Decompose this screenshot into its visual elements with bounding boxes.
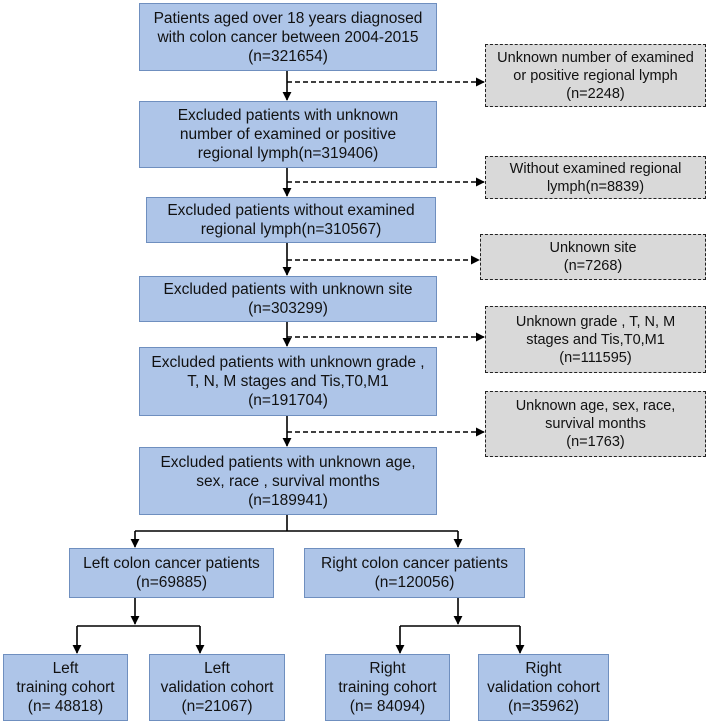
- group-box-right: Right colon cancer patients (n=120056): [304, 548, 525, 598]
- step-count: (n=321654): [248, 47, 328, 65]
- cohort-count: (n=35962): [507, 698, 580, 715]
- group-label: Left colon cancer patients: [83, 555, 260, 572]
- step-text: Excluded patients with unknown grade ,: [151, 354, 425, 371]
- exclusion-text: Unknown age, sex, race,: [515, 398, 676, 414]
- cohort-box: Right validation cohort (n=35962): [478, 654, 609, 721]
- cohort-box: Right training cohort (n= 84094): [325, 654, 450, 721]
- cohort-side: Left: [204, 660, 230, 677]
- exclusion-text: survival months: [545, 416, 646, 432]
- cohort-side: Left: [52, 660, 79, 677]
- step-text: Excluded patients without examined: [167, 202, 415, 219]
- step-count: (n=189941): [248, 491, 328, 509]
- exclusion-box: Unknown number of examined or positive r…: [485, 44, 706, 107]
- step-text: Patients aged over 18 years diagnosed: [153, 9, 423, 27]
- step-box: Excluded patients with unknown number of…: [139, 101, 437, 168]
- step-text: regional lymph(n=319406): [197, 145, 379, 162]
- cohort-side: Right: [525, 660, 562, 677]
- cohort-type: validation cohort: [160, 679, 274, 696]
- exclusion-text: stages and Tis,T0,M1: [526, 331, 665, 348]
- step-text: regional lymph(n=310567): [200, 221, 382, 238]
- exclusion-count: (n=111595): [559, 349, 632, 366]
- cohort-type: training cohort: [338, 679, 437, 696]
- cohort-box: Left training cohort (n= 48818): [3, 654, 128, 721]
- step-count: (n=303299): [248, 300, 328, 317]
- exclusion-text: Unknown grade , T, N, M: [515, 313, 676, 330]
- exclusion-box: Unknown grade , T, N, M stages and Tis,T…: [485, 306, 706, 373]
- exclusion-text: Without examined regional: [509, 160, 682, 177]
- group-count: (n=120056): [374, 574, 455, 591]
- cohort-side: Right: [369, 660, 406, 677]
- step-box: Excluded patients with unknown site (n=3…: [139, 276, 437, 322]
- step-text: T, N, M stages and Tis,T0,M1: [187, 373, 389, 390]
- cohort-count: (n=21067): [181, 698, 253, 715]
- exclusion-box: Unknown age, sex, race, survival months …: [485, 391, 706, 457]
- cohort-type: validation cohort: [487, 679, 600, 696]
- exclusion-text: lymph(n=8839): [546, 178, 645, 195]
- step-text: Excluded patients with unknown age,: [160, 453, 416, 471]
- step-text: with colon cancer between 2004-2015: [157, 28, 419, 46]
- step-box: Excluded patients with unknown age, sex,…: [139, 447, 437, 515]
- step-count: (n=191704): [248, 392, 328, 409]
- step-box: Patients aged over 18 years diagnosed wi…: [139, 3, 437, 71]
- group-label: Right colon cancer patients: [321, 555, 508, 572]
- exclusion-box: Without examined regional lymph(n=8839): [485, 156, 706, 199]
- exclusion-count: (n=2248): [566, 85, 625, 102]
- step-box: Excluded patients with unknown grade , T…: [139, 347, 437, 416]
- cohort-count: (n= 48818): [27, 698, 104, 715]
- step-box: Excluded patients without examined regio…: [146, 197, 436, 243]
- exclusion-box: Unknown site (n=7268): [480, 234, 706, 280]
- step-text: number of examined or positive: [179, 126, 397, 143]
- exclusion-count: (n=7268): [563, 258, 623, 274]
- exclusion-text: Unknown site: [549, 240, 637, 256]
- step-text: Excluded patients with unknown: [177, 107, 399, 124]
- step-text: sex, race , survival months: [196, 472, 380, 490]
- exclusion-text: or positive regional lymph: [513, 67, 678, 84]
- step-text: Excluded patients with unknown site: [163, 281, 413, 298]
- group-count: (n=69885): [135, 574, 208, 591]
- group-box-left: Left colon cancer patients (n=69885): [69, 548, 274, 598]
- exclusion-count: (n=1763): [566, 434, 625, 450]
- cohort-box: Left validation cohort (n=21067): [149, 654, 285, 721]
- cohort-type: training cohort: [16, 679, 115, 696]
- cohort-count: (n= 84094): [349, 698, 426, 715]
- exclusion-text: Unknown number of examined: [497, 49, 694, 66]
